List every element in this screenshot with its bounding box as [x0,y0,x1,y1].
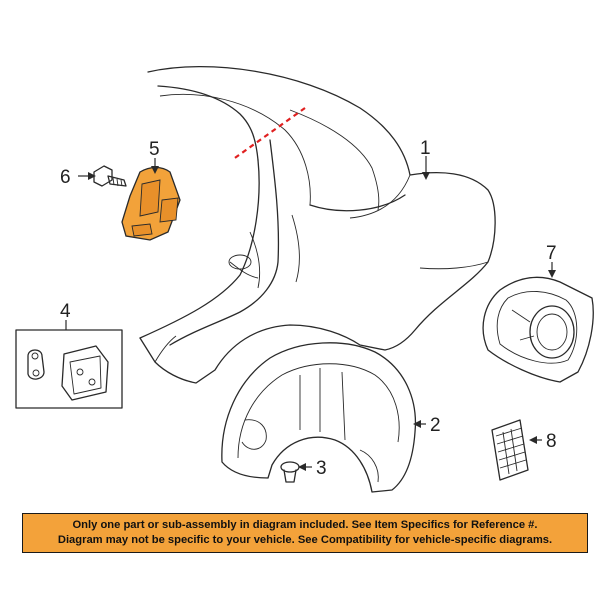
clip [280,461,300,483]
callout-5: 5 [149,139,160,160]
leader-lines [65,156,556,471]
kit-box [15,329,123,409]
callout-8: 8 [546,431,557,452]
callout-3: 3 [316,458,327,479]
disclaimer-line-2: Diagram may not be specific to your vehi… [57,534,553,546]
disclaimer-line-1: Only one part or sub-assembly in diagram… [72,519,538,531]
quarter-panel [139,66,496,384]
callout-4: 4 [60,301,71,322]
highlighted-bracket [121,166,181,241]
vent-grille [491,419,529,481]
callout-7: 7 [546,243,557,264]
fuel-filler-housing [482,276,594,383]
callout-1: 1 [420,138,431,159]
bolt [93,165,127,187]
wheelhouse-liner [221,342,417,493]
cut-line [231,107,306,161]
disclaimer-banner: Only one part or sub-assembly in diagram… [22,513,588,553]
callout-2: 2 [430,415,441,436]
callout-6: 6 [60,167,71,188]
